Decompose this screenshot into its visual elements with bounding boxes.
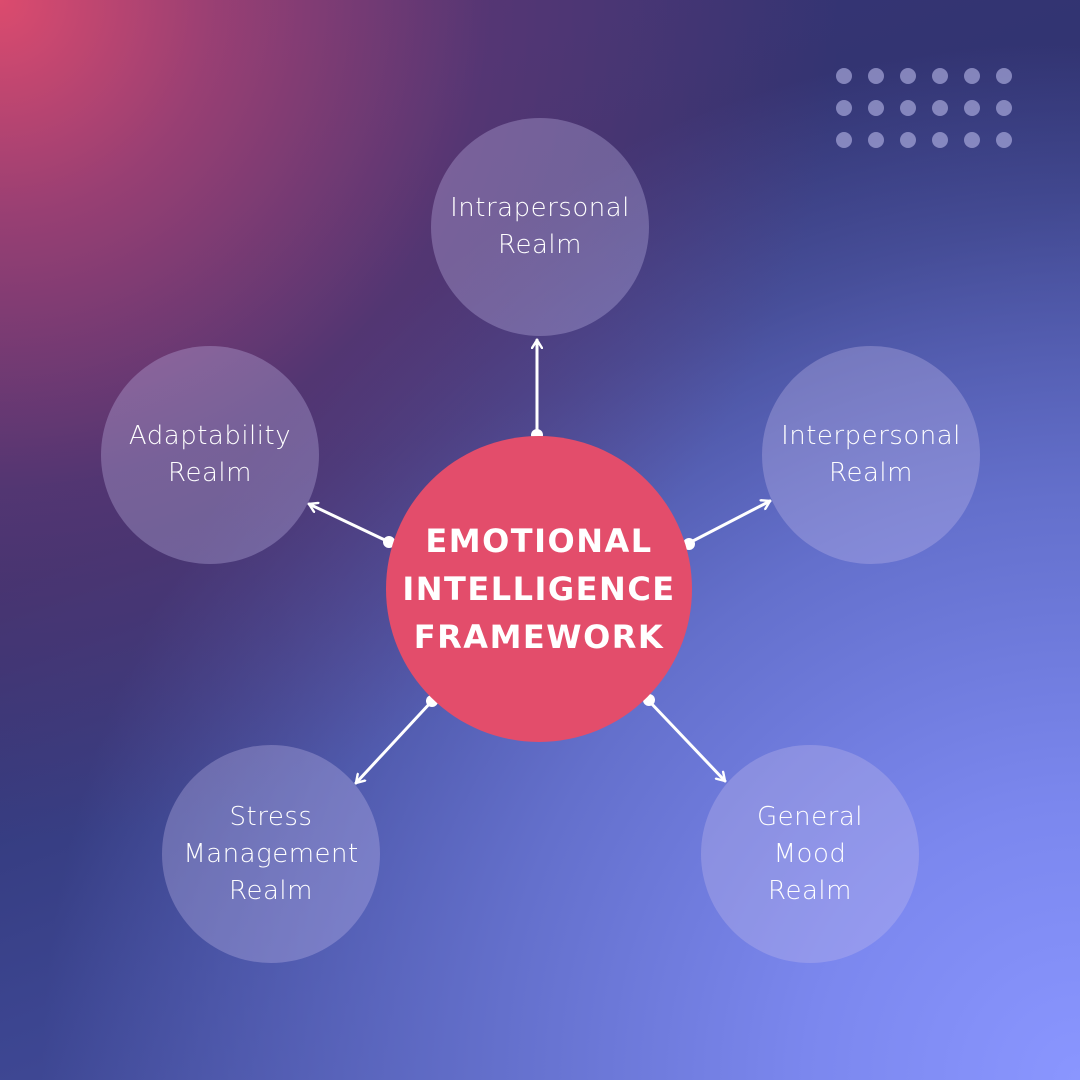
node-label: Intrapersonal Realm	[450, 193, 630, 260]
dot	[900, 100, 916, 116]
dot	[996, 132, 1012, 148]
node-label: Adaptability Realm	[128, 421, 292, 488]
dot	[868, 100, 884, 116]
dot	[836, 132, 852, 148]
dot	[932, 100, 948, 116]
dot	[836, 68, 852, 84]
dot	[964, 68, 980, 84]
node-label: General Mood Realm	[757, 801, 863, 906]
center-title: EMOTIONAL INTELLIGENCE FRAMEWORK	[402, 522, 676, 656]
node-stress-management: Stress Management Realm	[162, 745, 380, 963]
node-general-mood: General Mood Realm	[701, 745, 919, 963]
dot	[836, 100, 852, 116]
dot	[932, 132, 948, 148]
dot	[996, 68, 1012, 84]
dot	[900, 68, 916, 84]
dot	[868, 132, 884, 148]
dot	[996, 100, 1012, 116]
dot	[932, 68, 948, 84]
node-label: Interpersonal Realm	[781, 421, 961, 488]
center-node: EMOTIONAL INTELLIGENCE FRAMEWORK	[386, 436, 692, 742]
dot	[964, 100, 980, 116]
node-label: Stress Management Realm	[183, 801, 359, 906]
dot-grid-decoration	[836, 68, 1016, 150]
dot	[964, 132, 980, 148]
dot	[868, 68, 884, 84]
dot	[900, 132, 916, 148]
node-adaptability: Adaptability Realm	[101, 346, 319, 564]
node-interpersonal: Interpersonal Realm	[762, 346, 980, 564]
node-intrapersonal: Intrapersonal Realm	[431, 118, 649, 336]
